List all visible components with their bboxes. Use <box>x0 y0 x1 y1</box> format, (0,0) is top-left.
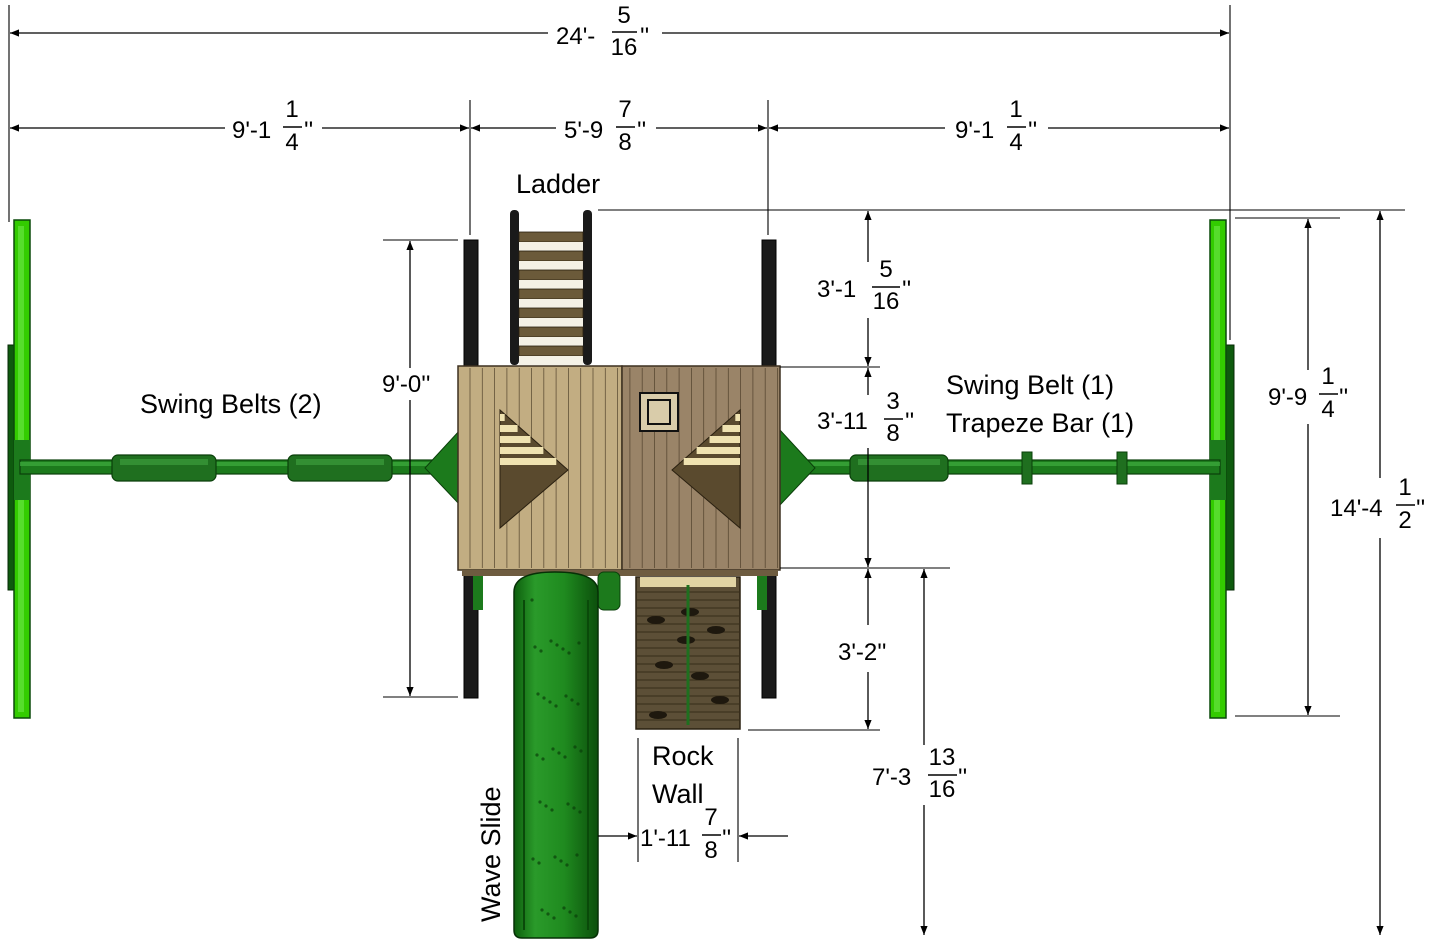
svg-text:4: 4 <box>1009 129 1022 156</box>
svg-text:8: 8 <box>618 129 631 156</box>
svg-text:7: 7 <box>618 96 631 123</box>
swing-beam-left <box>19 459 461 475</box>
label-rock: Rock <box>652 741 714 771</box>
component-labels: Ladder Swing Belts (2) Swing Belt (1) Tr… <box>140 169 1134 922</box>
svg-text:3: 3 <box>886 388 899 415</box>
label-wave-slide: Wave Slide <box>476 786 506 922</box>
beam-brackets <box>424 428 816 507</box>
svg-text:3'-1: 3'-1 <box>817 276 856 303</box>
svg-text:'': '' <box>640 23 649 50</box>
dimension-values: 24'- 5 16 '' 9'-1 1 4 '' 5'-9 7 8 '' 9'-… <box>232 2 1425 864</box>
playset-structure <box>7 210 1235 939</box>
svg-text:9'-1: 9'-1 <box>955 117 994 144</box>
fort-deck <box>457 365 781 576</box>
svg-text:5: 5 <box>617 2 630 29</box>
wave-slide <box>513 571 621 939</box>
svg-text:4: 4 <box>285 129 298 156</box>
dim-ladder-depth: 3'-1 5 16 '' <box>817 256 911 315</box>
label-swing-belt-right: Swing Belt (1) <box>946 370 1114 400</box>
svg-text:3'-2'': 3'-2'' <box>838 639 886 666</box>
dim-rock-wall-width: 1'-11 7 8 '' <box>640 804 731 864</box>
dim-overall-width: 24'- 5 16 '' <box>556 2 649 61</box>
svg-text:13: 13 <box>929 744 956 771</box>
svg-text:24'-: 24'- <box>556 23 595 50</box>
svg-text:8: 8 <box>886 420 899 447</box>
svg-text:'': '' <box>1028 117 1037 144</box>
svg-text:8: 8 <box>704 837 717 864</box>
dim-swing-leg-span: 9'-0'' <box>382 371 430 398</box>
svg-text:9'-0'': 9'-0'' <box>382 371 430 398</box>
svg-text:5: 5 <box>879 256 892 283</box>
label-ladder: Ladder <box>516 169 600 199</box>
label-wall: Wall <box>652 779 704 809</box>
dim-right-swing-width: 9'-1 1 4 '' <box>955 96 1037 156</box>
label-swing-belts-left: Swing Belts (2) <box>140 389 322 419</box>
svg-text:'': '' <box>1416 495 1425 522</box>
svg-text:16: 16 <box>873 288 900 315</box>
svg-text:1'-11: 1'-11 <box>640 825 691 852</box>
svg-text:1: 1 <box>1398 474 1411 501</box>
svg-text:'': '' <box>637 117 646 144</box>
dimension-lines <box>8 5 1405 935</box>
swing-belt-right <box>849 454 949 482</box>
ladder <box>510 210 592 365</box>
label-trapeze-bar: Trapeze Bar (1) <box>946 408 1134 438</box>
svg-text:16: 16 <box>929 776 956 803</box>
dim-overall-depth: 14'-4 1 2 '' <box>1330 474 1425 534</box>
svg-text:2: 2 <box>1398 507 1411 534</box>
svg-text:1: 1 <box>1009 96 1022 123</box>
svg-text:7: 7 <box>704 804 717 831</box>
rock-wall <box>635 576 741 730</box>
svg-text:'': '' <box>902 276 911 303</box>
svg-text:14'-4: 14'-4 <box>1330 495 1383 522</box>
svg-text:4: 4 <box>1321 396 1334 423</box>
svg-text:16: 16 <box>611 34 638 61</box>
swing-beam-right <box>779 459 1221 475</box>
svg-text:'': '' <box>958 764 967 791</box>
svg-text:5'-9: 5'-9 <box>564 117 603 144</box>
dim-left-swing-width: 9'-1 1 4 '' <box>232 96 313 156</box>
dim-right-swing-span: 9'-9 1 4 '' <box>1268 363 1348 423</box>
svg-text:'': '' <box>905 408 914 435</box>
trapeze-bar-hangers <box>1021 451 1128 485</box>
svg-text:'': '' <box>1339 384 1348 411</box>
svg-text:9'-1: 9'-1 <box>232 117 271 144</box>
swing-belts-left <box>111 454 393 482</box>
dim-rock-wall-depth: 3'-2'' <box>838 639 886 666</box>
dim-slide-depth: 7'-3 13 16 '' <box>872 744 967 803</box>
svg-text:7'-3: 7'-3 <box>872 764 911 791</box>
svg-text:'': '' <box>722 825 731 852</box>
svg-text:1: 1 <box>285 96 298 123</box>
svg-text:1: 1 <box>1321 363 1334 390</box>
svg-text:9'-9: 9'-9 <box>1268 384 1307 411</box>
dim-center-width: 5'-9 7 8 '' <box>564 96 646 156</box>
svg-text:'': '' <box>304 117 313 144</box>
dim-deck-depth: 3'-11 3 8 '' <box>817 388 914 447</box>
svg-text:3'-11: 3'-11 <box>817 408 868 435</box>
